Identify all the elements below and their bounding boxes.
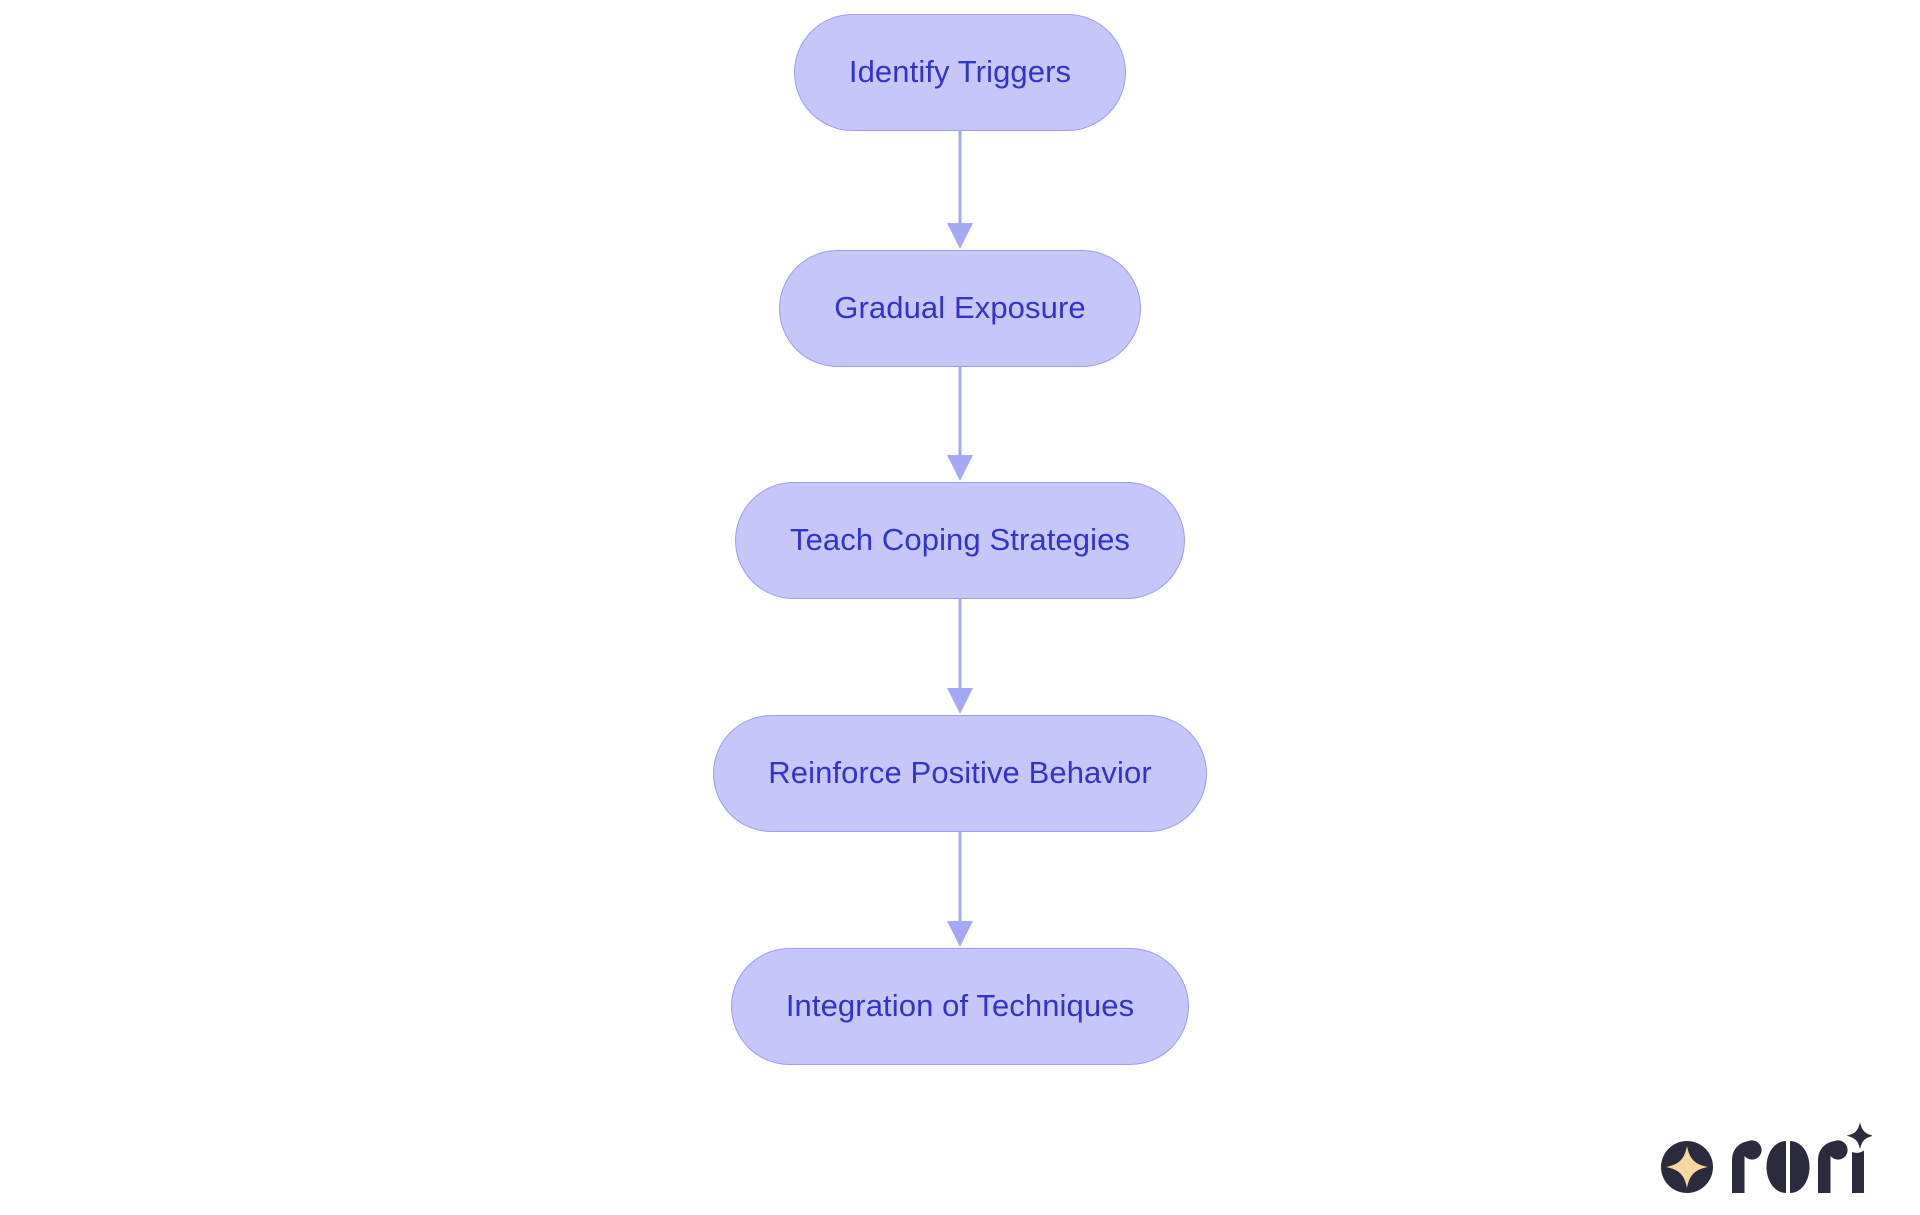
rori-badge-icon <box>1661 1141 1713 1193</box>
flow-node-label: Reinforce Positive Behavior <box>768 755 1152 790</box>
flow-node-label: Identify Triggers <box>848 54 1072 89</box>
four-point-star-icon <box>1846 1122 1872 1150</box>
flow-node-label: Integration of Techniques <box>785 988 1135 1023</box>
flow-node-teach-coping-strategies[interactable]: Teach Coping Strategies <box>734 482 1186 599</box>
rori-logo <box>1660 1122 1872 1198</box>
flow-edge-arrow-2 <box>940 367 980 482</box>
flow-edge-arrow-3 <box>940 599 980 715</box>
rori-wordmark <box>1732 1122 1872 1193</box>
flow-node-column: Identify Triggers Gradual Exposure Teach… <box>0 14 1920 1065</box>
flow-node-reinforce-positive-behavior[interactable]: Reinforce Positive Behavior <box>713 715 1207 832</box>
flow-edge-arrow-4 <box>940 832 980 948</box>
flow-node-identify-triggers[interactable]: Identify Triggers <box>793 14 1127 131</box>
flow-node-gradual-exposure[interactable]: Gradual Exposure <box>779 250 1141 367</box>
flow-node-label: Gradual Exposure <box>834 290 1086 325</box>
flow-edge-arrow-1 <box>940 131 980 250</box>
flow-node-integration-of-techniques[interactable]: Integration of Techniques <box>730 948 1190 1065</box>
flow-node-label: Teach Coping Strategies <box>789 522 1131 557</box>
